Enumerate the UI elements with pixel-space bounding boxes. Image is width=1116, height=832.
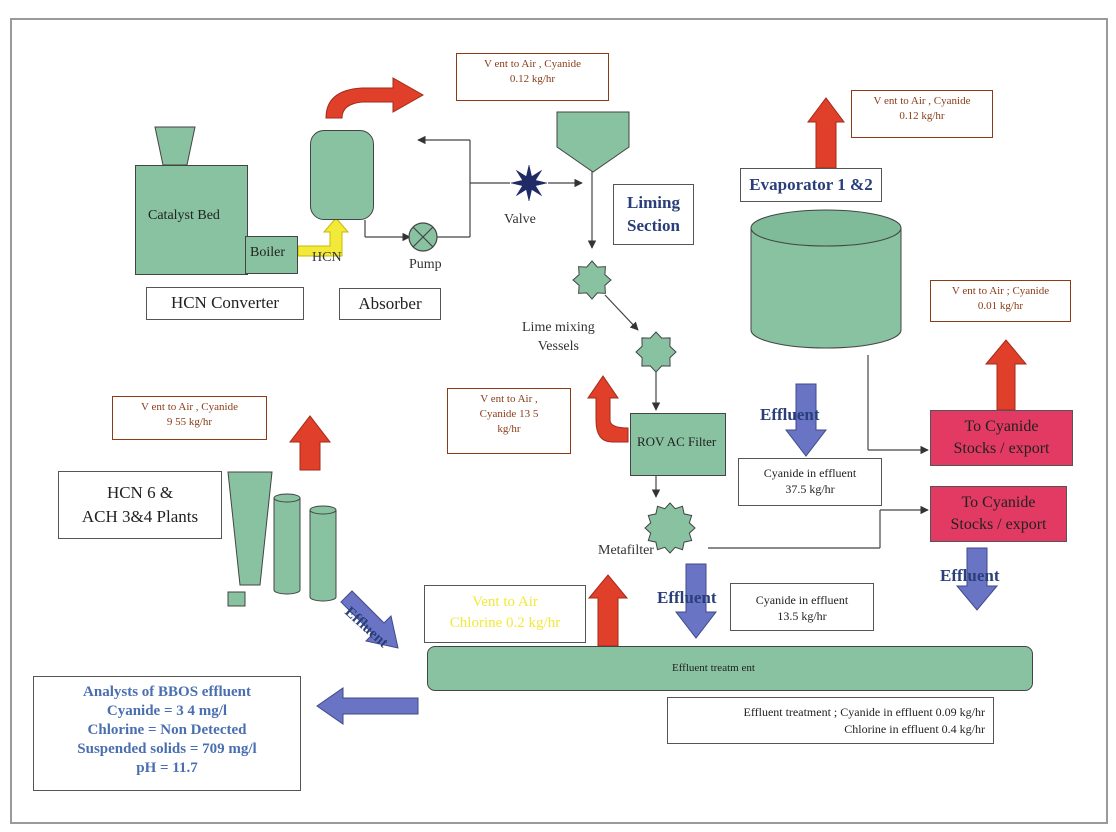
metafilter-label: Metafilter (598, 543, 654, 558)
analysis-solids: Suspended solids = 709 mg/l (77, 741, 257, 757)
analysis-chlorine: Chlorine = Non Detected (87, 722, 247, 738)
lime-vessel-1 (572, 260, 612, 300)
valve-label: Valve (504, 212, 536, 227)
effluent-label-evaporator: Effluent (760, 405, 820, 424)
stock-effluent-arrow (955, 547, 999, 611)
lime-vessel-2 (635, 331, 677, 373)
rovac-vent-arrow (587, 375, 629, 443)
boiler: Boiler (245, 236, 298, 274)
vent-box-plants: V ent to Air , Cyanide 9 55 kg/hr (112, 396, 267, 440)
vent-box-stock: V ent to Air ; Cyanide 0.01 kg/hr (930, 280, 1071, 322)
plant-effluent-arrow (340, 590, 399, 649)
vent-box-rovac: V ent to Air , Cyanide 13 5 kg/hr (447, 388, 571, 454)
evaporator-body (750, 228, 902, 349)
plant-column-2 (309, 510, 337, 602)
analysis-title: Analysts of BBOS effluent (83, 684, 251, 700)
cyanide-effluent-box-2: Cyanide in effluent 13.5 kg/hr (730, 583, 874, 631)
liming-funnel (556, 111, 630, 173)
effluent-label-stock: Effluent (940, 566, 1000, 585)
plant-funnel (227, 471, 273, 586)
treatment-vent-arrow (587, 574, 629, 647)
pump-label: Pump (409, 257, 442, 272)
plant-vent-arrow (288, 415, 332, 471)
liming-section-label: Liming Section (613, 184, 694, 245)
analysis-ph: pH = 11.7 (136, 760, 198, 776)
effluent-label-metafilter: Effluent (657, 588, 717, 607)
cyanide-effluent-box-1: Cyanide in effluent 37.5 kg/hr (738, 458, 882, 506)
vent-box-absorber: V ent to Air , Cyanide 0.12 kg/hr (456, 53, 609, 101)
catalyst-bed-label: Catalyst Bed (148, 208, 220, 223)
analysis-cyanide: Cyanide = 3 4 mg/l (106, 703, 228, 719)
evaporator-vent-arrow (807, 97, 845, 169)
absorber-vessel (310, 130, 374, 220)
plant-column-1 (273, 498, 301, 595)
stock-vent-arrow (984, 339, 1028, 411)
to-cyanide-stock-1: To Cyanide Stocks / export (930, 410, 1073, 466)
diagram-frame (10, 18, 1108, 824)
discharge-arrow (316, 687, 419, 725)
rovac-filter-label: ROV AC Filter (637, 434, 717, 449)
hcn-label: HCN (312, 250, 342, 265)
valve-icon (510, 164, 548, 202)
evaporator-effluent-arrow (784, 383, 828, 457)
absorber-vent-arrow (325, 77, 425, 119)
hopper (154, 126, 196, 166)
metafilter-vessel (644, 502, 696, 554)
effluent-treatment-label: Effluent treatm ent (672, 662, 755, 674)
hcn-flow-arrow (297, 217, 350, 257)
vent-box-evaporator: V ent to Air , Cyanide 0.12 kg/hr (851, 90, 993, 138)
vent-box-chlorine: Vent to Air Chlorine 0.2 kg/hr (424, 585, 586, 643)
rovac-filter: ROV AC Filter (630, 413, 726, 476)
metafilter-effluent-arrow (674, 563, 718, 639)
treatment-note-box: Effluent treatment ; Cyanide in effluent… (667, 697, 994, 744)
lime-vessel-arrow (604, 294, 639, 331)
lime-mixing-label: Lime mixing Vessels (522, 320, 595, 354)
hcn-converter-label: HCN Converter (146, 287, 304, 320)
catalyst-bed: Catalyst Bed (135, 165, 248, 275)
analysis-box: Analysts of BBOS effluent Cyanide = 3 4 … (33, 676, 301, 791)
evaporator-top (750, 209, 902, 247)
hcn-plants-label: HCN 6 & ACH 3&4 Plants (58, 471, 222, 539)
to-cyanide-stock-2: To Cyanide Stocks / export (930, 486, 1067, 542)
evaporator-label: Evaporator 1 &2 (740, 168, 882, 202)
absorber-label: Absorber (339, 288, 441, 320)
boiler-label: Boiler (250, 245, 285, 260)
effluent-treatment-bar: Effluent treatm ent (427, 646, 1033, 691)
